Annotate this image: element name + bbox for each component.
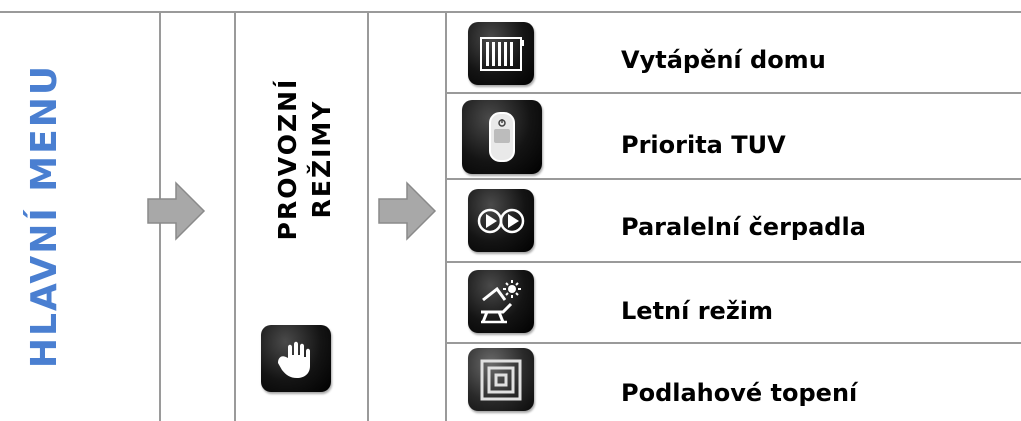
column-divider <box>445 12 447 421</box>
row-divider <box>446 92 1021 94</box>
modes-title-line1: PROVOZNÍ <box>273 77 302 241</box>
arrow-right-icon <box>147 181 206 241</box>
row-divider <box>446 342 1021 344</box>
mode-item-label[interactable]: Priorita TUV <box>621 131 786 159</box>
mode-item-label[interactable]: Paralelní čerpadla <box>621 213 866 241</box>
floor-heating-icon[interactable] <box>468 348 534 411</box>
mode-item-label[interactable]: Vytápění domu <box>621 46 826 74</box>
modes-title: PROVOZNÍ REŽIMY <box>271 49 345 269</box>
modes-title-line2: REŽIMY <box>307 99 336 219</box>
floor-heating-icon-glyph <box>480 359 522 400</box>
radiator-icon[interactable] <box>468 22 534 85</box>
main-menu-title: HLAVNÍ MENU <box>24 63 65 369</box>
pumps-icon-glyph <box>477 208 525 233</box>
row-divider <box>446 178 1021 180</box>
hand-icon-glyph <box>278 341 310 378</box>
mode-item-label[interactable]: Letní režim <box>621 297 774 325</box>
column-divider <box>367 12 369 421</box>
boiler-icon[interactable] <box>462 100 542 174</box>
summer-icon[interactable] <box>468 270 534 333</box>
radiator-icon-glyph <box>480 36 524 71</box>
boiler-icon-glyph <box>489 112 515 162</box>
pumps-icon[interactable] <box>468 189 534 252</box>
mode-item-label[interactable]: Podlahové topení <box>621 379 858 407</box>
top-border <box>0 11 1021 13</box>
column-divider <box>234 12 236 421</box>
summer-icon-glyph <box>481 279 521 323</box>
hand-icon[interactable] <box>261 325 331 392</box>
arrow-right-icon <box>378 181 437 241</box>
row-divider <box>446 261 1021 263</box>
